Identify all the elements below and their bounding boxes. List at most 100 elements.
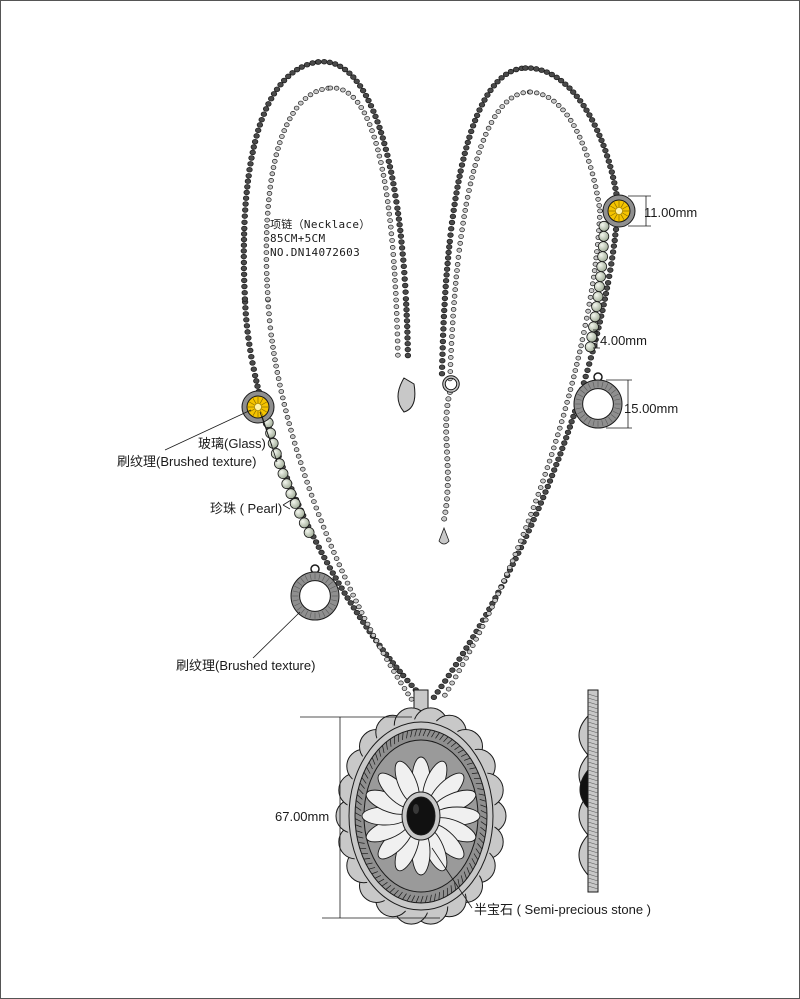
chain-link [466,134,473,140]
chain-link [267,325,274,331]
chain-link [456,247,463,253]
chain-link [560,412,567,418]
chain-link [605,158,612,164]
chain-link [512,551,519,557]
chain-link [444,255,452,261]
pearl-bead [592,291,604,303]
chain-link [386,163,394,170]
chain-link [442,509,449,515]
chain-link [244,329,251,335]
chain-link [444,476,451,482]
chain-link [467,181,474,187]
chain-link [571,123,577,128]
chain-link [391,186,398,193]
chain-link [241,219,248,226]
chain-link [434,689,441,695]
semi-precious-stone [406,796,436,836]
chain-link [402,296,410,302]
chain-link [538,67,545,73]
chain-link [443,429,450,435]
chain-link [284,122,290,128]
chain-link [332,575,339,581]
pearl-bead [285,488,297,500]
glass-charm-dimension: 11.00mm [644,205,698,220]
chain-link [555,432,561,438]
chain-link [250,366,257,372]
chain-link [350,605,357,611]
chain-link [459,227,465,233]
chain-link [473,112,481,119]
product-name: 项链（Necklace） [270,218,371,231]
chain-link [509,558,516,564]
chain-link [566,85,573,91]
chain-link [443,266,451,272]
chain-link [439,357,446,364]
chain-link [344,580,351,586]
chain-link [359,87,367,94]
chain-link [446,238,453,245]
chain-link [242,311,249,317]
pearl-bead [594,281,605,293]
chain-link [548,71,555,78]
chain-link [278,389,285,394]
chain-link [464,194,471,200]
chain-link [384,152,391,158]
chain-link [591,122,598,128]
chain-link [438,683,445,690]
chain-link [392,192,399,199]
chain-link [612,185,619,192]
chain-link [403,312,410,318]
chain-link [596,132,603,139]
chain-link [385,205,392,211]
chain-link [448,341,455,346]
chain-link [394,345,401,351]
chain-link [401,269,408,276]
chain-link [298,100,304,106]
chain-link [293,105,300,111]
chain-link [449,334,455,339]
chain-link [609,249,617,255]
chain-link [540,478,546,484]
chain-link [280,77,288,84]
chain-link [598,137,605,144]
chain-link [393,664,400,670]
chain-link [253,378,260,384]
chain-link [263,250,270,255]
chain-link [533,511,540,517]
chain-link [353,598,359,604]
chain-link [370,108,377,114]
chain-link [443,409,450,415]
chain-link [265,304,272,310]
chain-link [263,271,270,276]
chain-link [478,144,484,149]
chain-link [450,307,457,312]
chain-link [373,638,380,644]
chain-link [256,122,264,128]
chain-link [246,166,253,173]
chain-link [350,74,357,80]
chain-link [555,456,562,462]
chain-link [444,402,451,409]
chain-link [298,64,305,70]
chain-link [383,192,390,198]
chain-link [336,562,343,568]
chain-link [243,317,250,323]
chain-link [265,101,272,107]
chain-link [394,205,401,211]
chain-link [356,604,362,610]
chain-link [293,447,300,453]
chain-link [458,162,466,168]
chain-link [558,419,565,425]
chain-link [328,543,335,549]
chain-link [533,90,540,96]
glass-callout-label: 玻璃(Glass) [198,436,266,451]
chain-link [353,78,360,85]
chain-link [611,180,618,186]
chain-link [258,116,265,123]
chain-link [562,406,569,412]
chain-link [609,255,616,261]
chain-link [405,691,411,697]
pearl-bead [584,341,596,353]
chain-link [452,661,460,668]
chain-link [580,102,587,109]
